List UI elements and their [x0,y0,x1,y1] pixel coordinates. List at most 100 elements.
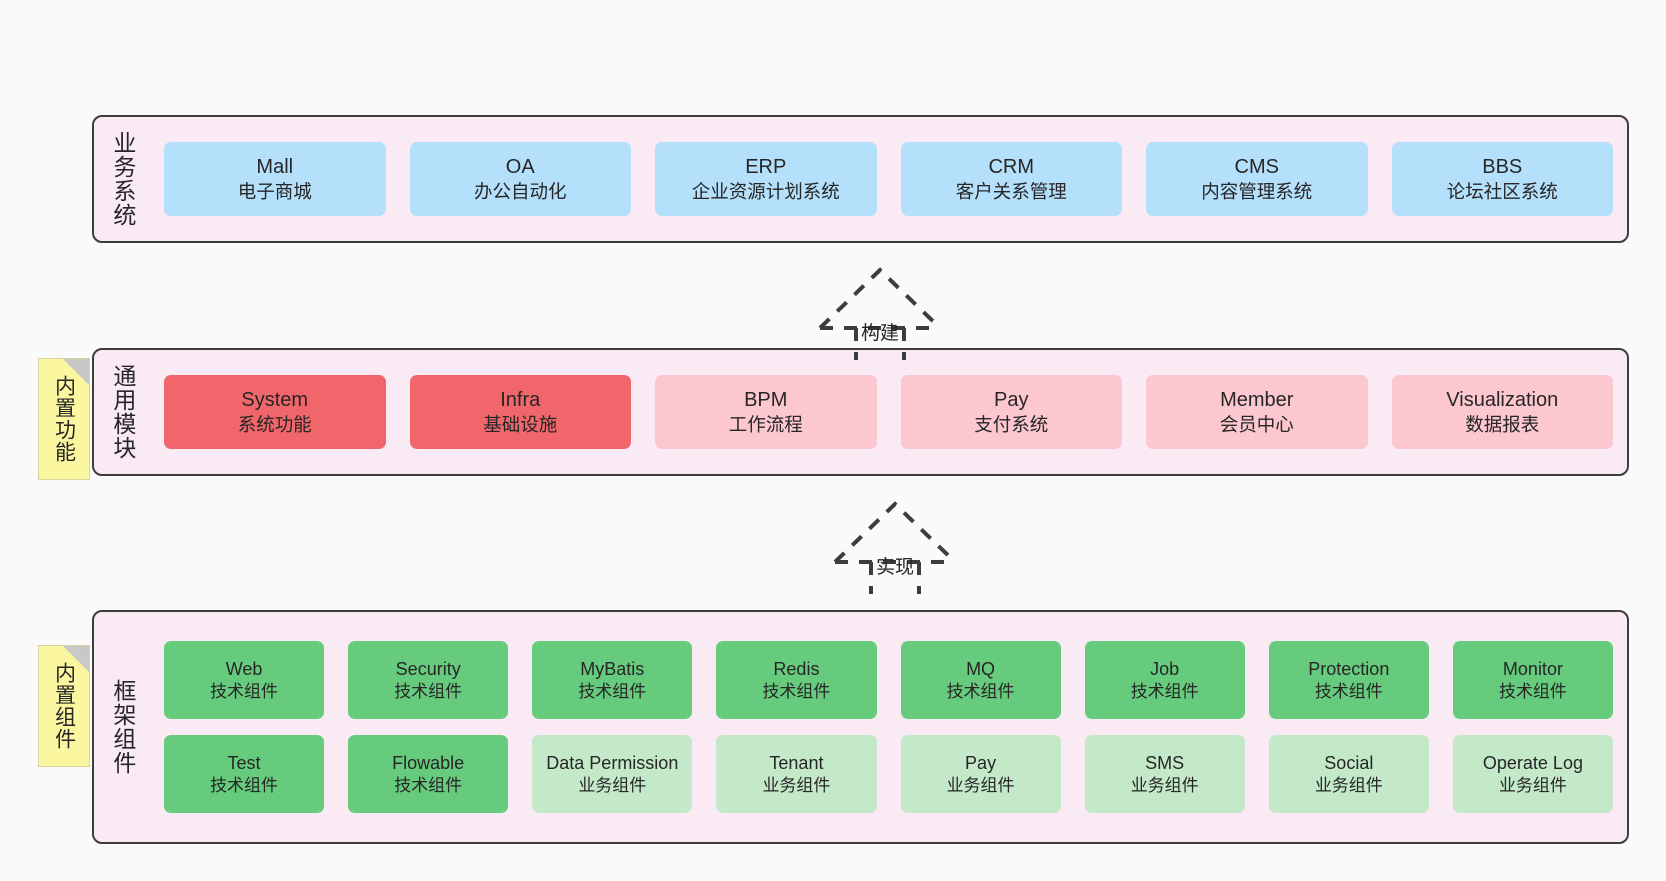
component-card-flowable[interactable]: Flowable 技术组件 [348,735,509,813]
module-card-crm[interactable]: CRM 客户关系管理 [900,142,1122,216]
component-title: Pay [965,752,997,773]
component-title: Operate Log [1482,752,1583,773]
component-title: Tenant [769,752,824,773]
module-card-visualization[interactable]: Visualization 数据报表 [1391,375,1613,449]
common-module-row: System 系统功能 Infra 基础设施 BPM 工作流程 Pay 支付系统… [164,375,1613,449]
component-card-protection[interactable]: Protection 技术组件 [1268,641,1429,719]
component-subtitle: 业务组件 [1130,775,1199,795]
module-card-mall[interactable]: Mall 电子商城 [164,142,386,216]
component-subtitle: 业务组件 [1498,775,1567,795]
component-card-mybatis[interactable]: MyBatis 技术组件 [532,641,693,719]
layer-common-module: 通用模块 System 系统功能 Infra 基础设施 BPM 工作流程 Pay… [92,348,1629,476]
layer-framework-component-title: 框架组件 [109,679,136,775]
component-subtitle: 技术组件 [578,681,647,701]
module-title: Member [1220,388,1294,411]
layer-business-system: 业务系统 Mall 电子商城 OA 办公自动化 ERP 企业资源计划系统 CRM… [92,115,1629,243]
component-title: Monitor [1502,658,1563,679]
note-builtin-function-label: 内置功能 [52,375,76,463]
module-subtitle: 会员中心 [1219,413,1294,435]
module-card-bpm[interactable]: BPM 工作流程 [655,375,877,449]
module-card-oa[interactable]: OA 办公自动化 [409,142,631,216]
component-card-mq[interactable]: MQ 技术组件 [900,641,1061,719]
module-card-member[interactable]: Member 会员中心 [1146,375,1368,449]
module-title: CMS [1234,155,1279,178]
component-title: Social [1324,752,1374,773]
module-subtitle: 内容管理系统 [1201,180,1313,202]
component-subtitle: 技术组件 [946,681,1015,701]
component-title: MyBatis [580,658,645,679]
component-subtitle: 业务组件 [1314,775,1383,795]
note-fold-corner-icon [63,646,89,672]
module-subtitle: 客户关系管理 [955,180,1067,202]
component-card-data-permission[interactable]: Data Permission 业务组件 [532,735,693,813]
component-card-social[interactable]: Social 业务组件 [1268,735,1429,813]
component-title: Security [395,658,461,679]
component-card-security[interactable]: Security 技术组件 [348,641,509,719]
note-builtin-function: 内置功能 [38,358,90,480]
layer-common-module-body: System 系统功能 Infra 基础设施 BPM 工作流程 Pay 支付系统… [150,350,1627,474]
framework-business-row: Test 技术组件 Flowable 技术组件 Data Permission … [164,735,1613,813]
framework-tech-row: Web 技术组件 Security 技术组件 MyBatis 技术组件 Redi… [164,641,1613,719]
component-subtitle: 技术组件 [1314,681,1383,701]
component-title: Job [1150,658,1180,679]
component-subtitle: 技术组件 [210,775,279,795]
component-title: Redis [773,658,820,679]
component-subtitle: 技术组件 [394,775,463,795]
component-card-operate-log[interactable]: Operate Log 业务组件 [1452,735,1613,813]
component-subtitle: 技术组件 [1498,681,1567,701]
module-subtitle: 工作流程 [728,413,803,435]
component-subtitle: 业务组件 [578,775,647,795]
module-subtitle: 企业资源计划系统 [691,180,840,202]
module-card-cms[interactable]: CMS 内容管理系统 [1146,142,1368,216]
component-subtitle: 技术组件 [762,681,831,701]
module-subtitle: 数据报表 [1465,413,1540,435]
module-title: Infra [500,388,541,411]
note-fold-corner-icon [63,359,89,385]
note-builtin-component-label: 内置组件 [52,662,76,750]
component-subtitle: 业务组件 [946,775,1015,795]
component-card-monitor[interactable]: Monitor 技术组件 [1452,641,1613,719]
arrow-head-build [818,267,942,330]
connector-build: 构建 [800,262,960,360]
module-card-infra[interactable]: Infra 基础设施 [409,375,631,449]
module-title: OA [505,155,535,178]
component-card-job[interactable]: Job 技术组件 [1084,641,1245,719]
component-card-web[interactable]: Web 技术组件 [164,641,325,719]
note-builtin-component: 内置组件 [38,645,90,767]
component-card-pay[interactable]: Pay 业务组件 [900,735,1061,813]
module-title: Pay [994,388,1029,411]
layer-framework-component: 框架组件 Web 技术组件 Security 技术组件 MyBatis 技术组件… [92,610,1629,844]
component-card-test[interactable]: Test 技术组件 [164,735,325,813]
module-subtitle: 支付系统 [974,413,1049,435]
layer-framework-component-body: Web 技术组件 Security 技术组件 MyBatis 技术组件 Redi… [150,612,1627,842]
connector-implement: 实现 [815,496,975,594]
module-title: BBS [1482,155,1523,178]
component-card-sms[interactable]: SMS 业务组件 [1084,735,1245,813]
component-subtitle: 技术组件 [1130,681,1199,701]
connector-implement-label: 实现 [875,557,915,578]
module-title: ERP [745,155,787,178]
layer-business-system-body: Mall 电子商城 OA 办公自动化 ERP 企业资源计划系统 CRM 客户关系… [150,117,1627,241]
module-card-system[interactable]: System 系统功能 [164,375,386,449]
module-title: Mall [256,155,294,178]
component-title: SMS [1145,752,1185,773]
module-subtitle: 电子商城 [237,180,312,202]
layer-common-module-title: 通用模块 [109,364,136,460]
module-title: CRM [988,155,1035,178]
module-title: Visualization [1446,388,1559,411]
component-title: Test [227,752,261,773]
component-subtitle: 技术组件 [210,681,279,701]
module-card-erp[interactable]: ERP 企业资源计划系统 [655,142,877,216]
arrow-head-implement [833,501,957,564]
component-card-tenant[interactable]: Tenant 业务组件 [716,735,877,813]
component-title: Protection [1308,658,1390,679]
layer-business-system-title: 业务系统 [109,131,136,227]
module-subtitle: 办公自动化 [473,180,567,202]
module-card-bbs[interactable]: BBS 论坛社区系统 [1391,142,1613,216]
component-card-redis[interactable]: Redis 技术组件 [716,641,877,719]
component-title: Data Permission [546,752,679,773]
component-title: Web [225,658,263,679]
component-subtitle: 技术组件 [394,681,463,701]
module-card-pay[interactable]: Pay 支付系统 [900,375,1122,449]
component-title: MQ [966,658,996,679]
